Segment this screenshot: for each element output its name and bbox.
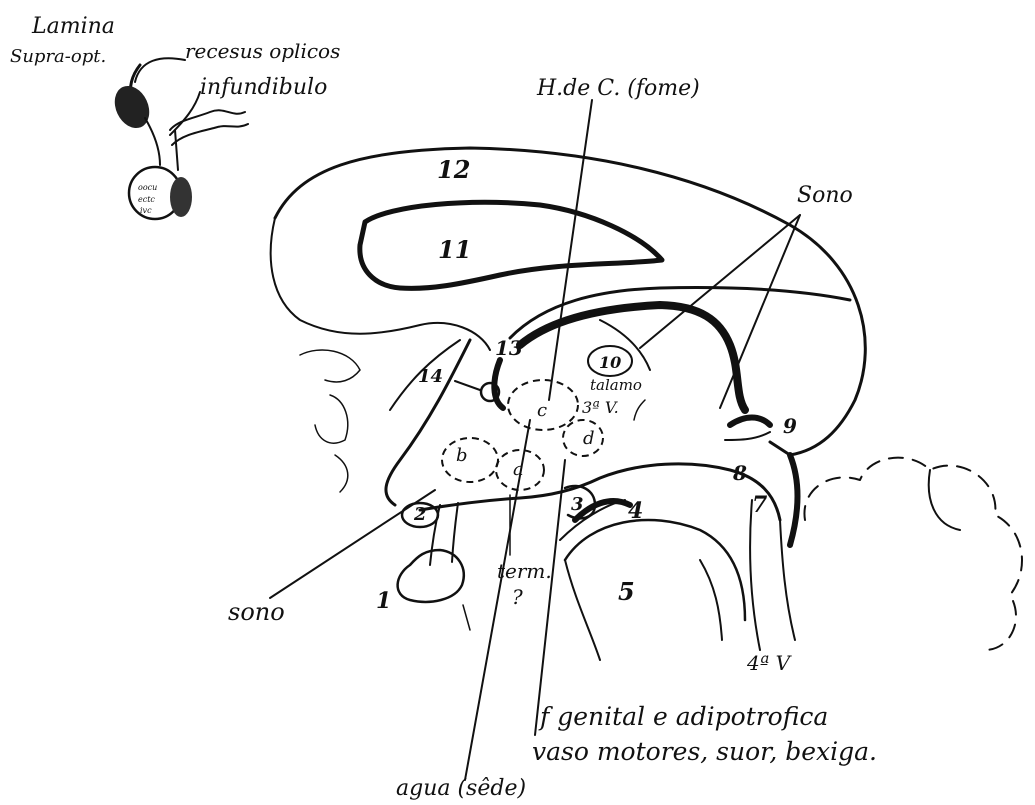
label-term: term. [497, 559, 552, 583]
label-question: ? [512, 585, 523, 609]
label-infundibulo: infundibulo [200, 75, 327, 100]
number-4: 4 [628, 498, 643, 524]
label-sono-left: sono [228, 598, 285, 626]
number-7: 7 [752, 492, 768, 518]
number-11: 11 [438, 235, 471, 264]
svg-text:ectc: ectc [138, 195, 155, 204]
number-12: 12 [437, 155, 470, 184]
number-3: 3 [571, 494, 584, 515]
label-lamina: Lamina [31, 14, 115, 39]
label-nucleus-a: a [513, 459, 524, 480]
label-footer-line-2: vaso motores, suor, bexiga. [532, 737, 877, 766]
label-third-ventricle: 3ª V. [582, 398, 619, 417]
label-recesus-oplicos: recesus oplicos [185, 39, 340, 63]
label-nucleus-d: d [583, 428, 595, 449]
svg-text:ivc: ivc [140, 206, 152, 215]
label-footer-line-1: f genital e adipotrofica [538, 702, 828, 731]
corpus-callosum-outline [271, 148, 866, 455]
label-talamo: talamo [590, 376, 642, 394]
label-fourth-ventricle: 4ª V [746, 651, 793, 675]
number-8: 8 [732, 461, 747, 485]
number-1: 1 [376, 588, 391, 614]
number-13: 13 [495, 336, 523, 360]
number-14: 14 [418, 366, 443, 387]
label-supra-opt: Supra-opt. [10, 46, 106, 67]
posterior-lobe-shape [170, 177, 192, 217]
label-hdec-fome: H.de C. (fome) [536, 76, 700, 101]
label-sono-top: Sono [797, 183, 853, 208]
cerebellum-outline [804, 458, 1022, 650]
label-agua-sede: agua (sêde) [396, 776, 526, 801]
number-2: 2 [413, 504, 427, 525]
number-5: 5 [618, 577, 635, 606]
nucleus-b-outline [442, 438, 498, 482]
number-10: 10 [599, 353, 621, 372]
third-ventricle-area [300, 340, 1022, 660]
label-nucleus-c: c [537, 400, 547, 421]
label-nucleus-b: b [456, 445, 468, 466]
number-9: 9 [783, 414, 797, 438]
svg-text:oocu: oocu [138, 183, 157, 192]
